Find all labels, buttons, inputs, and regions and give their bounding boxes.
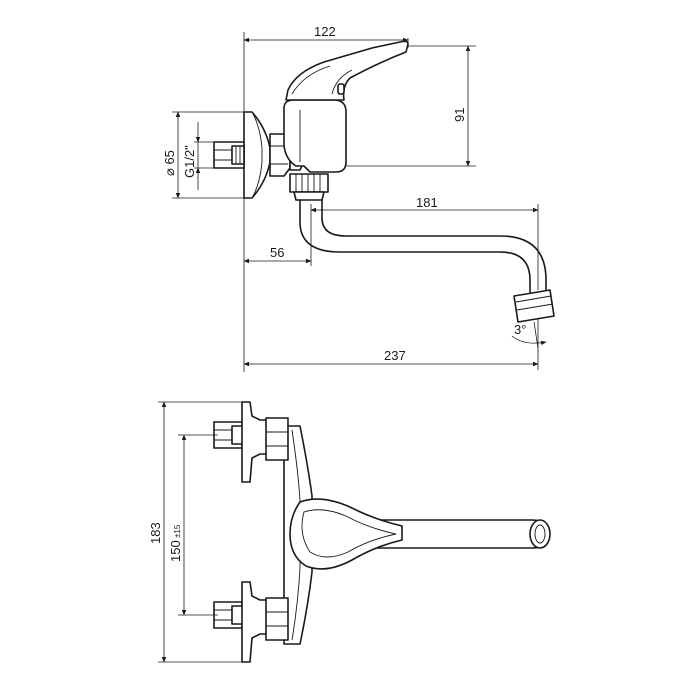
front-view: 183 150 ±15 <box>148 401 551 663</box>
top-inlet-assembly <box>213 401 289 483</box>
svg-text:122: 122 <box>314 24 336 39</box>
spout-connector <box>289 173 329 201</box>
svg-text:181: 181 <box>416 195 438 210</box>
spout-aerator <box>513 289 555 323</box>
side-view: 3° 122 91 ⌀ 65 G1/2" <box>162 24 555 372</box>
dim-centers-150: 150 ±15 <box>168 434 218 616</box>
dim-thread-g12: G1/2" <box>182 122 214 190</box>
svg-text:56: 56 <box>270 245 284 260</box>
dim-total-length-237: 237 <box>243 318 539 370</box>
dim-height-91: 91 <box>346 45 476 167</box>
dim-diameter-65: ⌀ 65 <box>162 111 250 199</box>
svg-text:150: 150 <box>168 540 183 562</box>
dim-width-122: 122 <box>243 24 409 48</box>
svg-text:G1/2": G1/2" <box>182 145 197 178</box>
inlet-connector <box>213 141 245 169</box>
lever-handle <box>285 40 409 101</box>
wall-flange <box>243 111 271 199</box>
dim-spout-reach-181: 181 <box>310 195 539 290</box>
front-lever <box>289 498 403 570</box>
dim-wall-to-spout-56: 56 <box>243 204 312 266</box>
valve-body <box>283 99 347 173</box>
svg-text:⌀ 65: ⌀ 65 <box>162 150 177 176</box>
svg-text:183: 183 <box>148 522 163 544</box>
dim-total-height-183: 183 <box>148 401 248 663</box>
svg-text:237: 237 <box>384 348 406 363</box>
svg-text:±15: ±15 <box>173 524 182 538</box>
tilt-angle-mark: 3° <box>511 321 547 349</box>
svg-text:91: 91 <box>452 108 467 122</box>
spout-pipe <box>299 199 547 293</box>
angle-label: 3° <box>514 322 526 337</box>
bottom-inlet-assembly <box>213 581 289 663</box>
